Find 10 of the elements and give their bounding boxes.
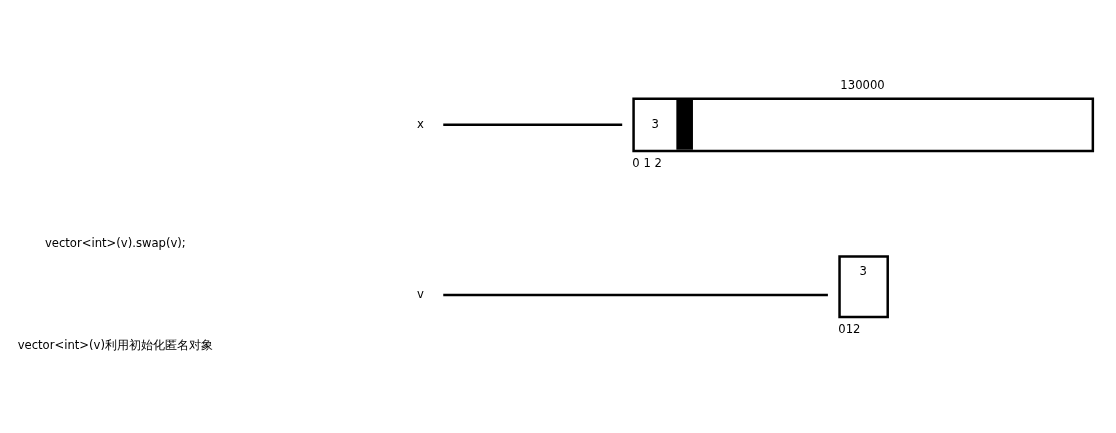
node-box: 3 xyxy=(838,254,889,318)
node-label: 0 1 2 xyxy=(632,155,662,170)
node-text: v xyxy=(417,286,424,301)
node-label: 130000 xyxy=(840,77,885,92)
connector xyxy=(443,123,623,126)
node-label: 012 xyxy=(838,321,861,336)
label: vector<int>(v).swap(v); xyxy=(44,235,186,250)
connector xyxy=(443,293,828,296)
node-text: x xyxy=(417,116,424,131)
label: vector<int>(v)利用初始化匿名对象 xyxy=(17,337,214,352)
